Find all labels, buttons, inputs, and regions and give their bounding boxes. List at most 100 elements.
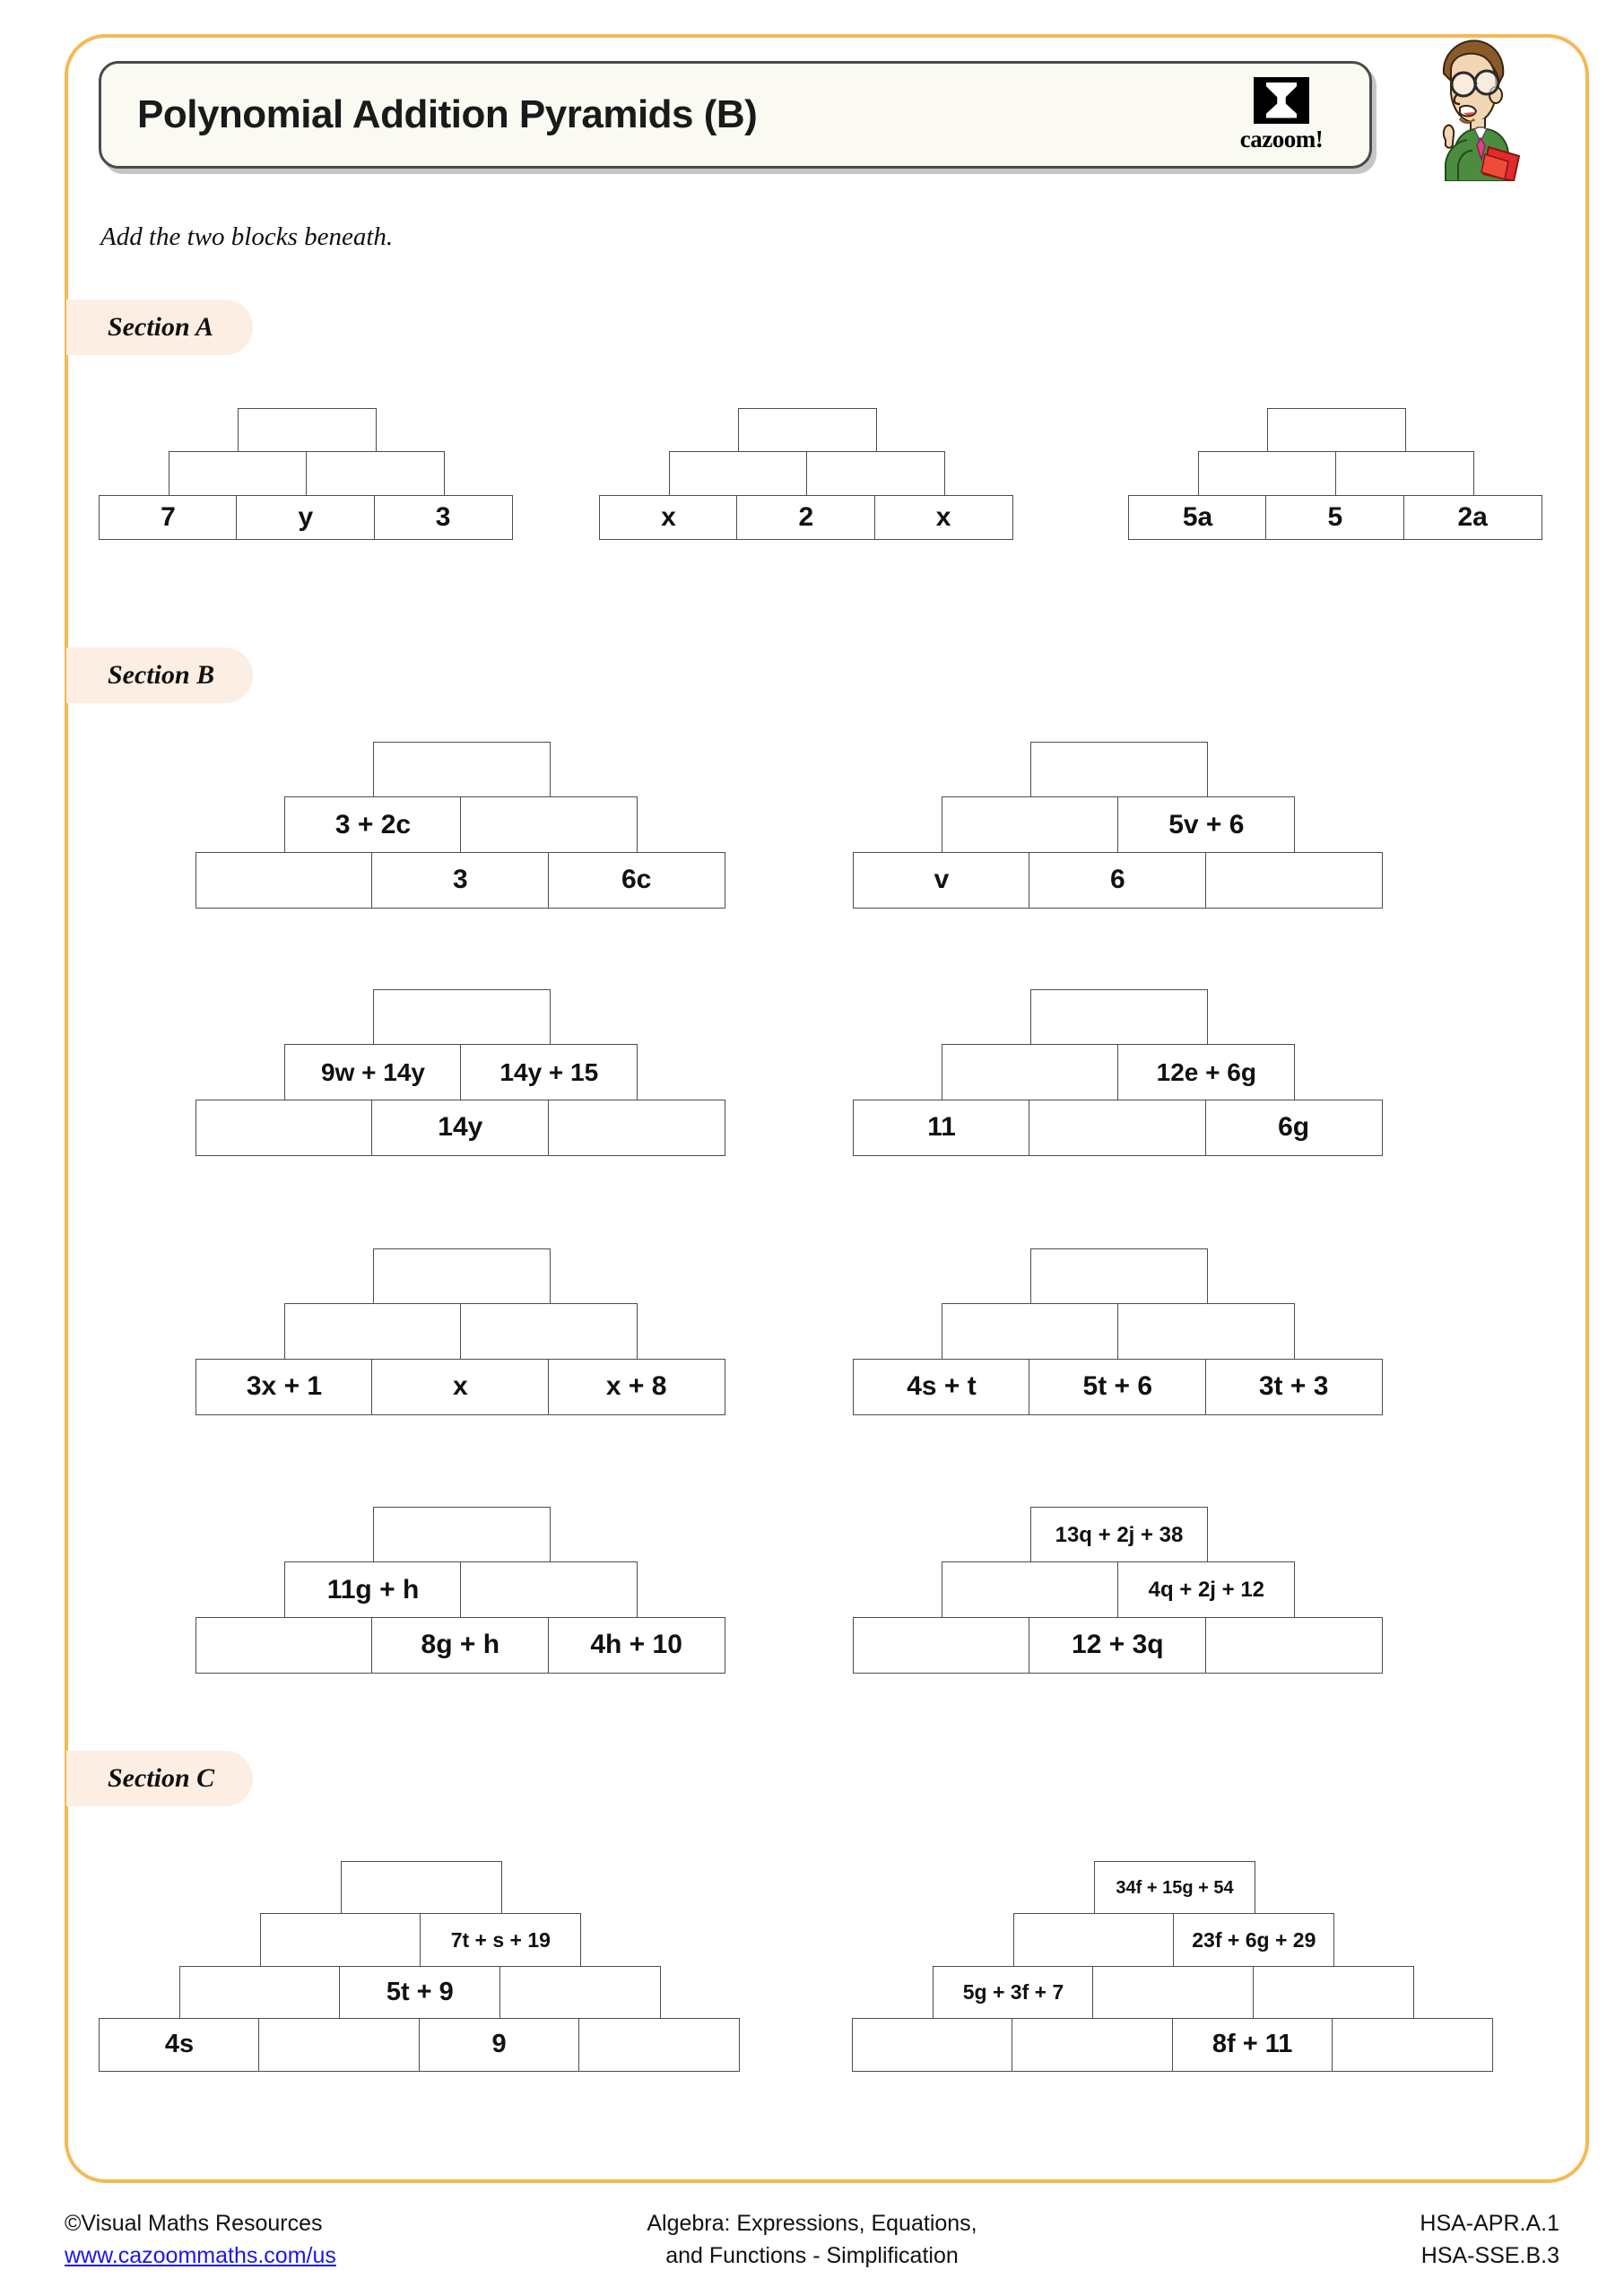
pyramid-block-filled[interactable]: x xyxy=(371,1358,550,1415)
topic-line-2: and Functions - Simplification xyxy=(665,2242,959,2268)
pyramid-block-filled[interactable]: 12 + 3q xyxy=(1029,1616,1207,1674)
pyramid-block-empty[interactable] xyxy=(341,1861,502,1915)
pyramid-block-empty[interactable] xyxy=(238,408,377,453)
pyramid-block-empty[interactable] xyxy=(852,2017,1013,2072)
pyramid-block-filled[interactable]: 6c xyxy=(547,851,725,909)
pyramid-block-empty[interactable] xyxy=(853,1616,1030,1674)
pyramid-block-filled[interactable]: 34f + 15g + 54 xyxy=(1094,1861,1255,1915)
pyramid-block-filled[interactable]: 5v + 6 xyxy=(1117,796,1296,854)
pyramid-block-empty[interactable] xyxy=(547,1099,725,1156)
pyramid-block-empty[interactable] xyxy=(195,1099,373,1156)
pyramid-block-filled[interactable]: 9 xyxy=(418,2017,580,2072)
pyramid-block-empty[interactable] xyxy=(1013,1913,1175,1968)
pyramid-block-empty[interactable] xyxy=(1092,1965,1255,2020)
pyramid-block-empty[interactable] xyxy=(373,989,551,1046)
pyramid-block-filled[interactable]: 7 xyxy=(99,494,238,540)
pyramid-block-empty[interactable] xyxy=(260,1913,421,1968)
pyramid-block-filled[interactable]: 11g + h xyxy=(284,1561,462,1619)
pyramid-block-filled[interactable]: 4s + t xyxy=(853,1358,1030,1415)
pyramid-block-empty[interactable] xyxy=(1331,2017,1493,2072)
pyramid-block-filled[interactable]: 3 + 2c xyxy=(284,796,462,854)
pyramid-block-filled[interactable]: 5t + 6 xyxy=(1029,1358,1207,1415)
pyramid-block-filled[interactable]: 2 xyxy=(736,494,876,540)
pyramid-block-empty[interactable] xyxy=(1030,989,1208,1046)
pyramid-row xyxy=(1030,989,1383,1046)
pyramid-block-empty[interactable] xyxy=(168,451,308,497)
pyramid-block-empty[interactable] xyxy=(195,1616,373,1674)
pyramid-block-empty[interactable] xyxy=(305,451,445,497)
pyramid-block-filled[interactable]: 6g xyxy=(1204,1099,1383,1156)
pyramid-block-empty[interactable] xyxy=(1267,408,1406,453)
pyramid-block-empty[interactable] xyxy=(1252,1965,1414,2020)
pyramid-block-empty[interactable] xyxy=(460,1303,638,1361)
pyramid-block-empty[interactable] xyxy=(942,1561,1119,1619)
pyramid-block-empty[interactable] xyxy=(460,796,638,854)
pyramid-block-filled[interactable]: 6 xyxy=(1029,851,1207,909)
pyramid-block-filled[interactable]: 4q + 2j + 12 xyxy=(1117,1561,1296,1619)
pyramid-row xyxy=(1267,408,1542,453)
pyramid-block-filled[interactable]: x xyxy=(599,494,738,540)
pyramid-block-filled[interactable]: 14y xyxy=(371,1099,550,1156)
pyramid-block-filled[interactable]: 3x + 1 xyxy=(195,1358,373,1415)
pyramid-block-empty[interactable] xyxy=(805,451,945,497)
pyramid-block-empty[interactable] xyxy=(942,1044,1119,1101)
page-title: Polynomial Addition Pyramids (B) xyxy=(137,92,758,136)
pyramid-block-filled[interactable]: 2a xyxy=(1403,494,1542,540)
pyramid-block-empty[interactable] xyxy=(460,1561,638,1619)
pyramid-block-filled[interactable]: 8g + h xyxy=(371,1616,550,1674)
pyramid-block-empty[interactable] xyxy=(1030,1248,1208,1305)
pyramid-block-empty[interactable] xyxy=(1029,1099,1207,1156)
pyramid-block-empty[interactable] xyxy=(284,1303,462,1361)
pyramid-block-empty[interactable] xyxy=(499,1965,661,2020)
pyramid-block-empty[interactable] xyxy=(373,742,551,798)
pyramid-block-filled[interactable]: 3t + 3 xyxy=(1204,1358,1383,1415)
pyramid-block-filled[interactable]: 4h + 10 xyxy=(547,1616,725,1674)
pyramid-block-empty[interactable] xyxy=(942,796,1119,854)
pyramid-row: 4s 9 xyxy=(99,2017,740,2072)
pyramid-block-filled[interactable]: y xyxy=(236,494,376,540)
pyramid-block-filled[interactable]: 9w + 14y xyxy=(284,1044,462,1101)
pyramid-block-filled[interactable]: 11 xyxy=(853,1099,1030,1156)
pyramid-block-empty[interactable] xyxy=(179,1965,341,2020)
pyramid-block-filled[interactable]: 14y + 15 xyxy=(460,1044,638,1101)
pyramid-block-filled[interactable]: 12e + 6g xyxy=(1117,1044,1296,1101)
pyramid-block-empty[interactable] xyxy=(942,1303,1119,1361)
pyramid-block-filled[interactable]: 4s xyxy=(99,2017,260,2072)
pyramid-block-empty[interactable] xyxy=(373,1507,551,1563)
pyramid-block-filled[interactable]: 23f + 6g + 29 xyxy=(1173,1913,1335,1968)
pyramid-block-empty[interactable] xyxy=(1012,2017,1174,2072)
pyramid-block-empty[interactable] xyxy=(738,408,877,453)
pyramid-block-empty[interactable] xyxy=(1204,1616,1383,1674)
pyramid-block-empty[interactable] xyxy=(1117,1303,1296,1361)
pyramid-block-filled[interactable]: 5a xyxy=(1128,494,1267,540)
pyramid-row xyxy=(668,451,1013,497)
pyramid-block-empty[interactable] xyxy=(668,451,808,497)
pyramid-block-filled[interactable]: 13q + 2j + 38 xyxy=(1030,1507,1208,1563)
pyramid-block-filled[interactable]: x xyxy=(873,494,1013,540)
pyramid-block-empty[interactable] xyxy=(1204,851,1383,909)
pyramid-block-filled[interactable]: x + 8 xyxy=(547,1358,725,1415)
pyramid-block-filled[interactable]: 5 xyxy=(1265,494,1405,540)
pyramid-block-filled[interactable]: 5g + 3f + 7 xyxy=(933,1965,1094,2020)
website-link[interactable]: www.cazoommaths.com/us xyxy=(65,2242,336,2268)
pyramid-block-filled[interactable]: 5t + 9 xyxy=(339,1965,501,2020)
pyramid-block-empty[interactable] xyxy=(195,851,373,909)
pyramid-block-empty[interactable] xyxy=(1030,742,1208,798)
pyramid-block-empty[interactable] xyxy=(1197,451,1337,497)
pyramid-block-filled[interactable]: v xyxy=(853,851,1030,909)
pyramid-block-filled[interactable]: 3 xyxy=(373,494,513,540)
pyramid-block-filled[interactable]: 7t + s + 19 xyxy=(420,1913,582,1968)
pyramid-block-empty[interactable] xyxy=(258,2017,421,2072)
pyramid-block-filled[interactable]: 3 xyxy=(371,851,550,909)
pyramid-block-empty[interactable] xyxy=(578,2017,740,2072)
instruction-text: Add the two blocks beneath. xyxy=(100,222,394,251)
section-heading-b: Section B xyxy=(66,648,253,703)
pyramid-block-empty[interactable] xyxy=(1334,451,1474,497)
pyramid-block-filled[interactable]: 8f + 11 xyxy=(1171,2017,1333,2072)
pyramid-block-empty[interactable] xyxy=(373,1248,551,1305)
